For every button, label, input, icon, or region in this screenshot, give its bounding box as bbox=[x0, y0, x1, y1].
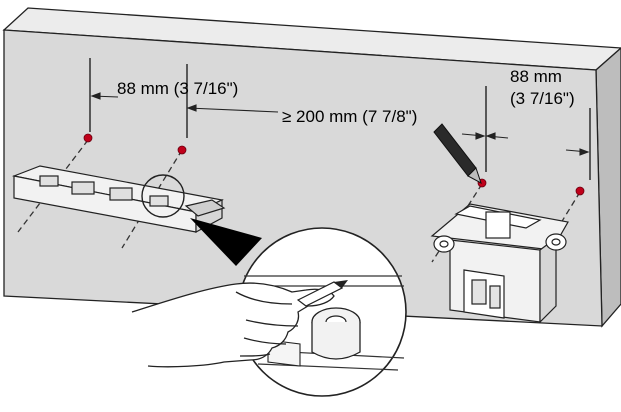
right-bracket bbox=[432, 204, 568, 322]
drill-mark-icon bbox=[84, 134, 92, 142]
drill-mark-icon bbox=[576, 187, 584, 195]
right-spacing-label: 88 mm bbox=[510, 68, 562, 85]
middle-spacing-label: ≥ 200 mm (7 7/8") bbox=[282, 108, 417, 125]
left-spacing-label: 88 mm (3 7/16") bbox=[117, 80, 238, 97]
right-spacing-label-inches: (3 7/16") bbox=[510, 90, 575, 107]
drill-mark-icon bbox=[178, 146, 186, 154]
